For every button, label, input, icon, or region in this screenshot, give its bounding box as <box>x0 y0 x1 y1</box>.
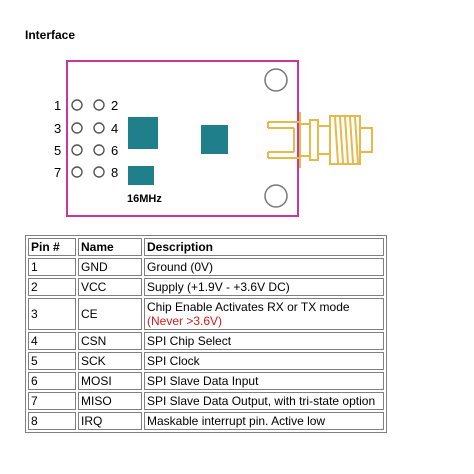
table-row: 1 GND Ground (0V) <box>28 258 384 276</box>
pin-3 <box>71 122 83 134</box>
pin-4 <box>93 122 105 134</box>
description-cell: Supply (+1.9V - +3.6V DC) <box>144 278 384 296</box>
name-cell: IRQ <box>78 412 142 430</box>
header-description: Description <box>144 238 384 256</box>
table-row: 6 MOSI SPI Slave Data Input <box>28 372 384 390</box>
pin-cell: 3 <box>28 298 76 330</box>
pin-cell: 5 <box>28 352 76 370</box>
regulator-chip <box>201 125 228 154</box>
header-pin: Pin # <box>28 238 76 256</box>
crystal-chip <box>128 166 154 185</box>
description-cell: Maskable interrupt pin. Active low <box>144 412 384 430</box>
voltage-warning: (Never >3.6V) <box>147 314 223 328</box>
pin-cell: 2 <box>28 278 76 296</box>
table-row: 7 MISO SPI Slave Data Output, with tri-s… <box>28 392 384 410</box>
pin-label-3: 3 <box>54 121 61 136</box>
pin-label-6: 6 <box>111 143 118 158</box>
pin-cell: 7 <box>28 392 76 410</box>
name-cell: VCC <box>78 278 142 296</box>
pin-table: Pin # Name Description 1 GND Ground (0V)… <box>25 235 387 433</box>
table-row: 5 SCK SPI Clock <box>28 352 384 370</box>
name-cell: CE <box>78 298 142 330</box>
table-header-row: Pin # Name Description <box>28 238 384 256</box>
description-text: Chip Enable Activates RX or TX mode <box>147 300 350 314</box>
pin-cell: 4 <box>28 332 76 350</box>
name-cell: MISO <box>78 392 142 410</box>
pin-label-5: 5 <box>54 143 61 158</box>
antenna-connector <box>267 112 373 168</box>
description-cell: Chip Enable Activates RX or TX mode (Nev… <box>144 298 384 330</box>
crystal-label: 16MHz <box>127 193 162 205</box>
name-cell: SCK <box>78 352 142 370</box>
pin-label-8: 8 <box>111 165 118 180</box>
pin-label-4: 4 <box>111 121 118 136</box>
page-title: Interface <box>25 28 76 42</box>
description-cell: SPI Clock <box>144 352 384 370</box>
description-cell: SPI Slave Data Input <box>144 372 384 390</box>
pin-label-7: 7 <box>54 165 61 180</box>
table-row: 4 CSN SPI Chip Select <box>28 332 384 350</box>
mounting-hole-bottom <box>264 184 288 208</box>
table-row: 8 IRQ Maskable interrupt pin. Active low <box>28 412 384 430</box>
mounting-hole-top <box>264 68 288 92</box>
pin-2 <box>93 99 105 111</box>
pin-1 <box>71 99 83 111</box>
description-cell: Ground (0V) <box>144 258 384 276</box>
name-cell: CSN <box>78 332 142 350</box>
name-cell: MOSI <box>78 372 142 390</box>
pin-5 <box>71 144 83 156</box>
table-row: 3 CE Chip Enable Activates RX or TX mode… <box>28 298 384 330</box>
pin-cell: 8 <box>28 412 76 430</box>
board-outline <box>66 60 299 217</box>
transceiver-chip <box>128 117 158 149</box>
name-cell: GND <box>78 258 142 276</box>
pin-label-1: 1 <box>54 98 61 113</box>
description-cell: SPI Chip Select <box>144 332 384 350</box>
description-cell: SPI Slave Data Output, with tri-state op… <box>144 392 384 410</box>
pin-7 <box>71 166 83 178</box>
pin-8 <box>93 166 105 178</box>
pin-cell: 6 <box>28 372 76 390</box>
header-name: Name <box>78 238 142 256</box>
pin-label-2: 2 <box>111 98 118 113</box>
pin-6 <box>93 144 105 156</box>
table-row: 2 VCC Supply (+1.9V - +3.6V DC) <box>28 278 384 296</box>
pin-cell: 1 <box>28 258 76 276</box>
pin-header <box>71 99 105 178</box>
module-diagram: 1 2 3 4 5 6 7 8 16MHz <box>54 60 373 217</box>
